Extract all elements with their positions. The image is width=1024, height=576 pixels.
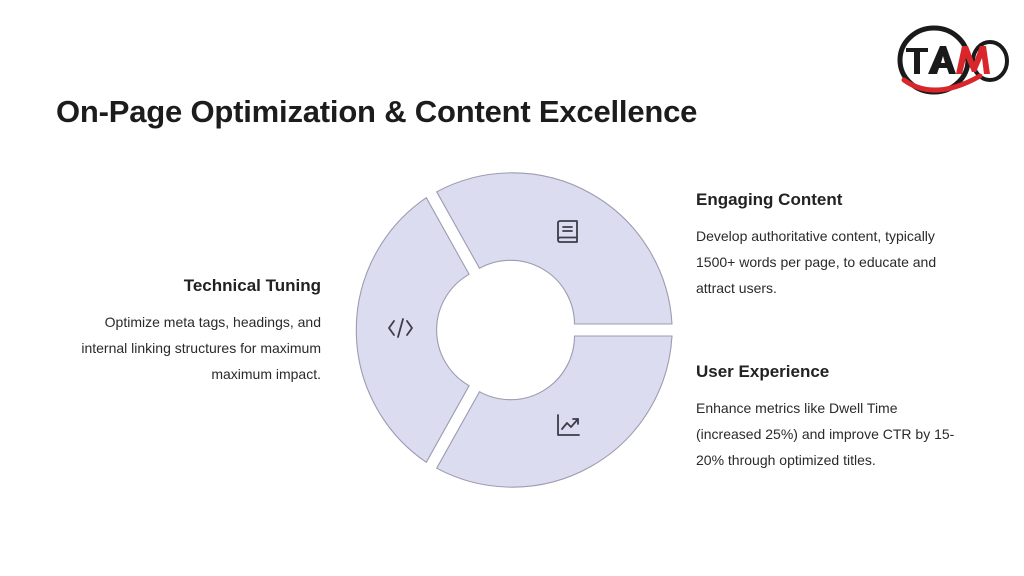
technical-tuning-text: Optimize meta tags, headings, and intern… — [81, 314, 321, 382]
technical-tuning-block: Technical Tuning Optimize meta tags, hea… — [56, 276, 321, 387]
user-experience-block: User Experience Enhance metrics like Dwe… — [696, 362, 961, 473]
user-experience-text: Enhance metrics like Dwell Time (increas… — [696, 400, 955, 468]
segment-technical[interactable] — [355, 196, 470, 464]
technical-tuning-heading: Technical Tuning — [183, 276, 321, 295]
code-icon — [388, 318, 413, 338]
user-experience-heading: User Experience — [696, 362, 830, 381]
segment-ux[interactable] — [435, 335, 673, 488]
engaging-content-text: Develop authoritative content, typically… — [696, 228, 937, 296]
engaging-content-block: Engaging Content Develop authoritative c… — [696, 190, 961, 301]
cycle-diagram — [355, 172, 673, 488]
engaging-content-heading: Engaging Content — [696, 190, 843, 209]
page-title: On-Page Optimization & Content Excellenc… — [56, 94, 698, 129]
segment-engaging[interactable] — [435, 172, 673, 325]
book-icon — [557, 220, 578, 243]
tam-logo — [897, 25, 1009, 95]
trending-chart-icon — [557, 414, 580, 436]
